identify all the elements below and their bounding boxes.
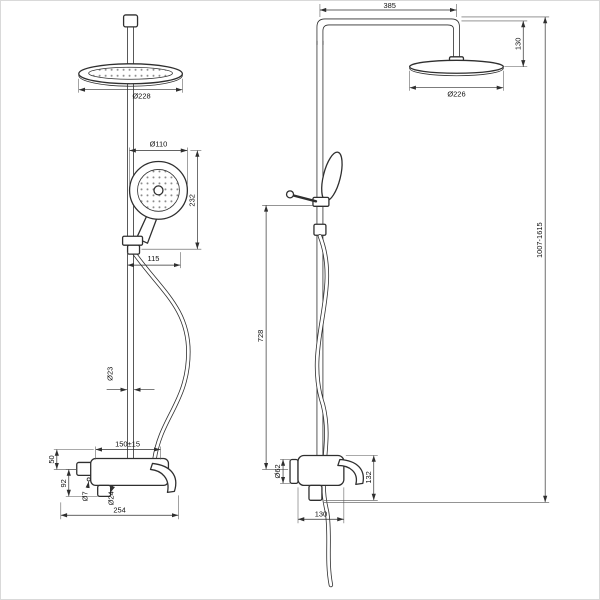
mixer-lever bbox=[149, 462, 177, 494]
overhead-shower-front bbox=[78, 63, 184, 87]
dim-side-arm-length: 385 bbox=[319, 1, 457, 17]
pipe-top-finial bbox=[122, 14, 139, 28]
wall-escutcheon bbox=[289, 458, 299, 485]
overhead-shower-side bbox=[408, 56, 504, 77]
dim-side-mixer-height: 132 bbox=[323, 455, 378, 501]
dim-label-inlet-spacing: 150±15 bbox=[115, 440, 140, 449]
mixer-lever-side bbox=[337, 458, 365, 486]
dim-side-total-height: 1007-1615 bbox=[323, 16, 550, 503]
dim-front-hand-length: 232 bbox=[141, 150, 202, 250]
dim-label-pipe-diameter: Ø23 bbox=[106, 367, 115, 381]
dim-label-spout-diameter: Ø24 bbox=[107, 491, 116, 505]
dim-label-head-diameter-side: Ø226 bbox=[447, 90, 465, 99]
diverter-lever bbox=[291, 194, 318, 203]
dim-side-escutcheon-diameter: Ø62 bbox=[273, 459, 291, 484]
slider-bracket-front bbox=[121, 235, 144, 255]
dim-side-head-diameter: Ø226 bbox=[409, 70, 504, 99]
dim-label-body-width: 254 bbox=[113, 505, 125, 514]
shower-hose-front bbox=[131, 249, 191, 462]
side-view: 385 130 Ø226 728 1007-1615 bbox=[256, 1, 550, 588]
hand-shower-holder bbox=[312, 196, 330, 207]
dim-front-hand-offset: 115 bbox=[127, 252, 181, 269]
dim-label-inlet-height: 50 bbox=[47, 455, 56, 463]
diverter-knob-side bbox=[285, 190, 295, 199]
mixer-front bbox=[76, 457, 177, 497]
dim-label-spout-drop: 92 bbox=[59, 479, 68, 487]
dim-label-total-height: 1007-1615 bbox=[535, 222, 544, 258]
dim-front-spout-diameter: Ø24 bbox=[107, 485, 116, 505]
shower-hose-side-inner bbox=[315, 234, 333, 587]
dim-label-arm-length: 385 bbox=[383, 1, 395, 10]
hand-shower-side bbox=[285, 151, 343, 236]
dim-front-spout-drop: 92 bbox=[59, 469, 98, 497]
dim-side-mixer-depth: 130 bbox=[297, 487, 345, 524]
dim-label-column-span: 728 bbox=[256, 330, 265, 342]
dim-front-inlet-spacing: 150±15 bbox=[95, 440, 161, 460]
mixer-body bbox=[90, 457, 170, 487]
dim-front-hole-diameter: Ø7 bbox=[81, 481, 90, 501]
riser-pipe-side bbox=[316, 18, 460, 458]
hose-nut-side bbox=[313, 223, 327, 236]
mount-hole bbox=[86, 477, 91, 482]
hand-shower-front bbox=[128, 160, 189, 244]
dim-front-pipe-diameter: Ø23 bbox=[106, 367, 155, 392]
dim-side-head-drop: 130 bbox=[461, 20, 528, 68]
dim-label-hand-length: 232 bbox=[187, 194, 196, 206]
mixer-side bbox=[289, 454, 365, 501]
dim-front-hand-diameter: Ø110 bbox=[129, 140, 188, 185]
front-view: Ø228 Ø110 232 115 Ø23 bbox=[47, 14, 202, 520]
mixer-body-side bbox=[297, 454, 345, 487]
hose-nut bbox=[126, 244, 141, 255]
dim-front-body-width: 254 bbox=[60, 495, 179, 520]
dim-label-mixer-height: 132 bbox=[364, 471, 373, 483]
dim-side-column-span: 728 bbox=[256, 205, 313, 470]
dim-front-head-diameter: Ø228 bbox=[78, 78, 183, 101]
dim-label-mixer-depth: 130 bbox=[315, 509, 327, 518]
dim-label-hand-diameter: Ø110 bbox=[150, 140, 168, 149]
dim-label-hand-offset: 115 bbox=[148, 254, 160, 263]
dim-label-hole-diameter: Ø7 bbox=[81, 491, 90, 501]
mixer-spout-side bbox=[308, 484, 323, 501]
dim-label-head-drop: 130 bbox=[513, 38, 522, 50]
dim-label-escutcheon-diameter: Ø62 bbox=[273, 464, 282, 478]
shower-hose-front-inner bbox=[132, 250, 190, 461]
dim-label-head-diameter-front: Ø228 bbox=[132, 92, 150, 101]
